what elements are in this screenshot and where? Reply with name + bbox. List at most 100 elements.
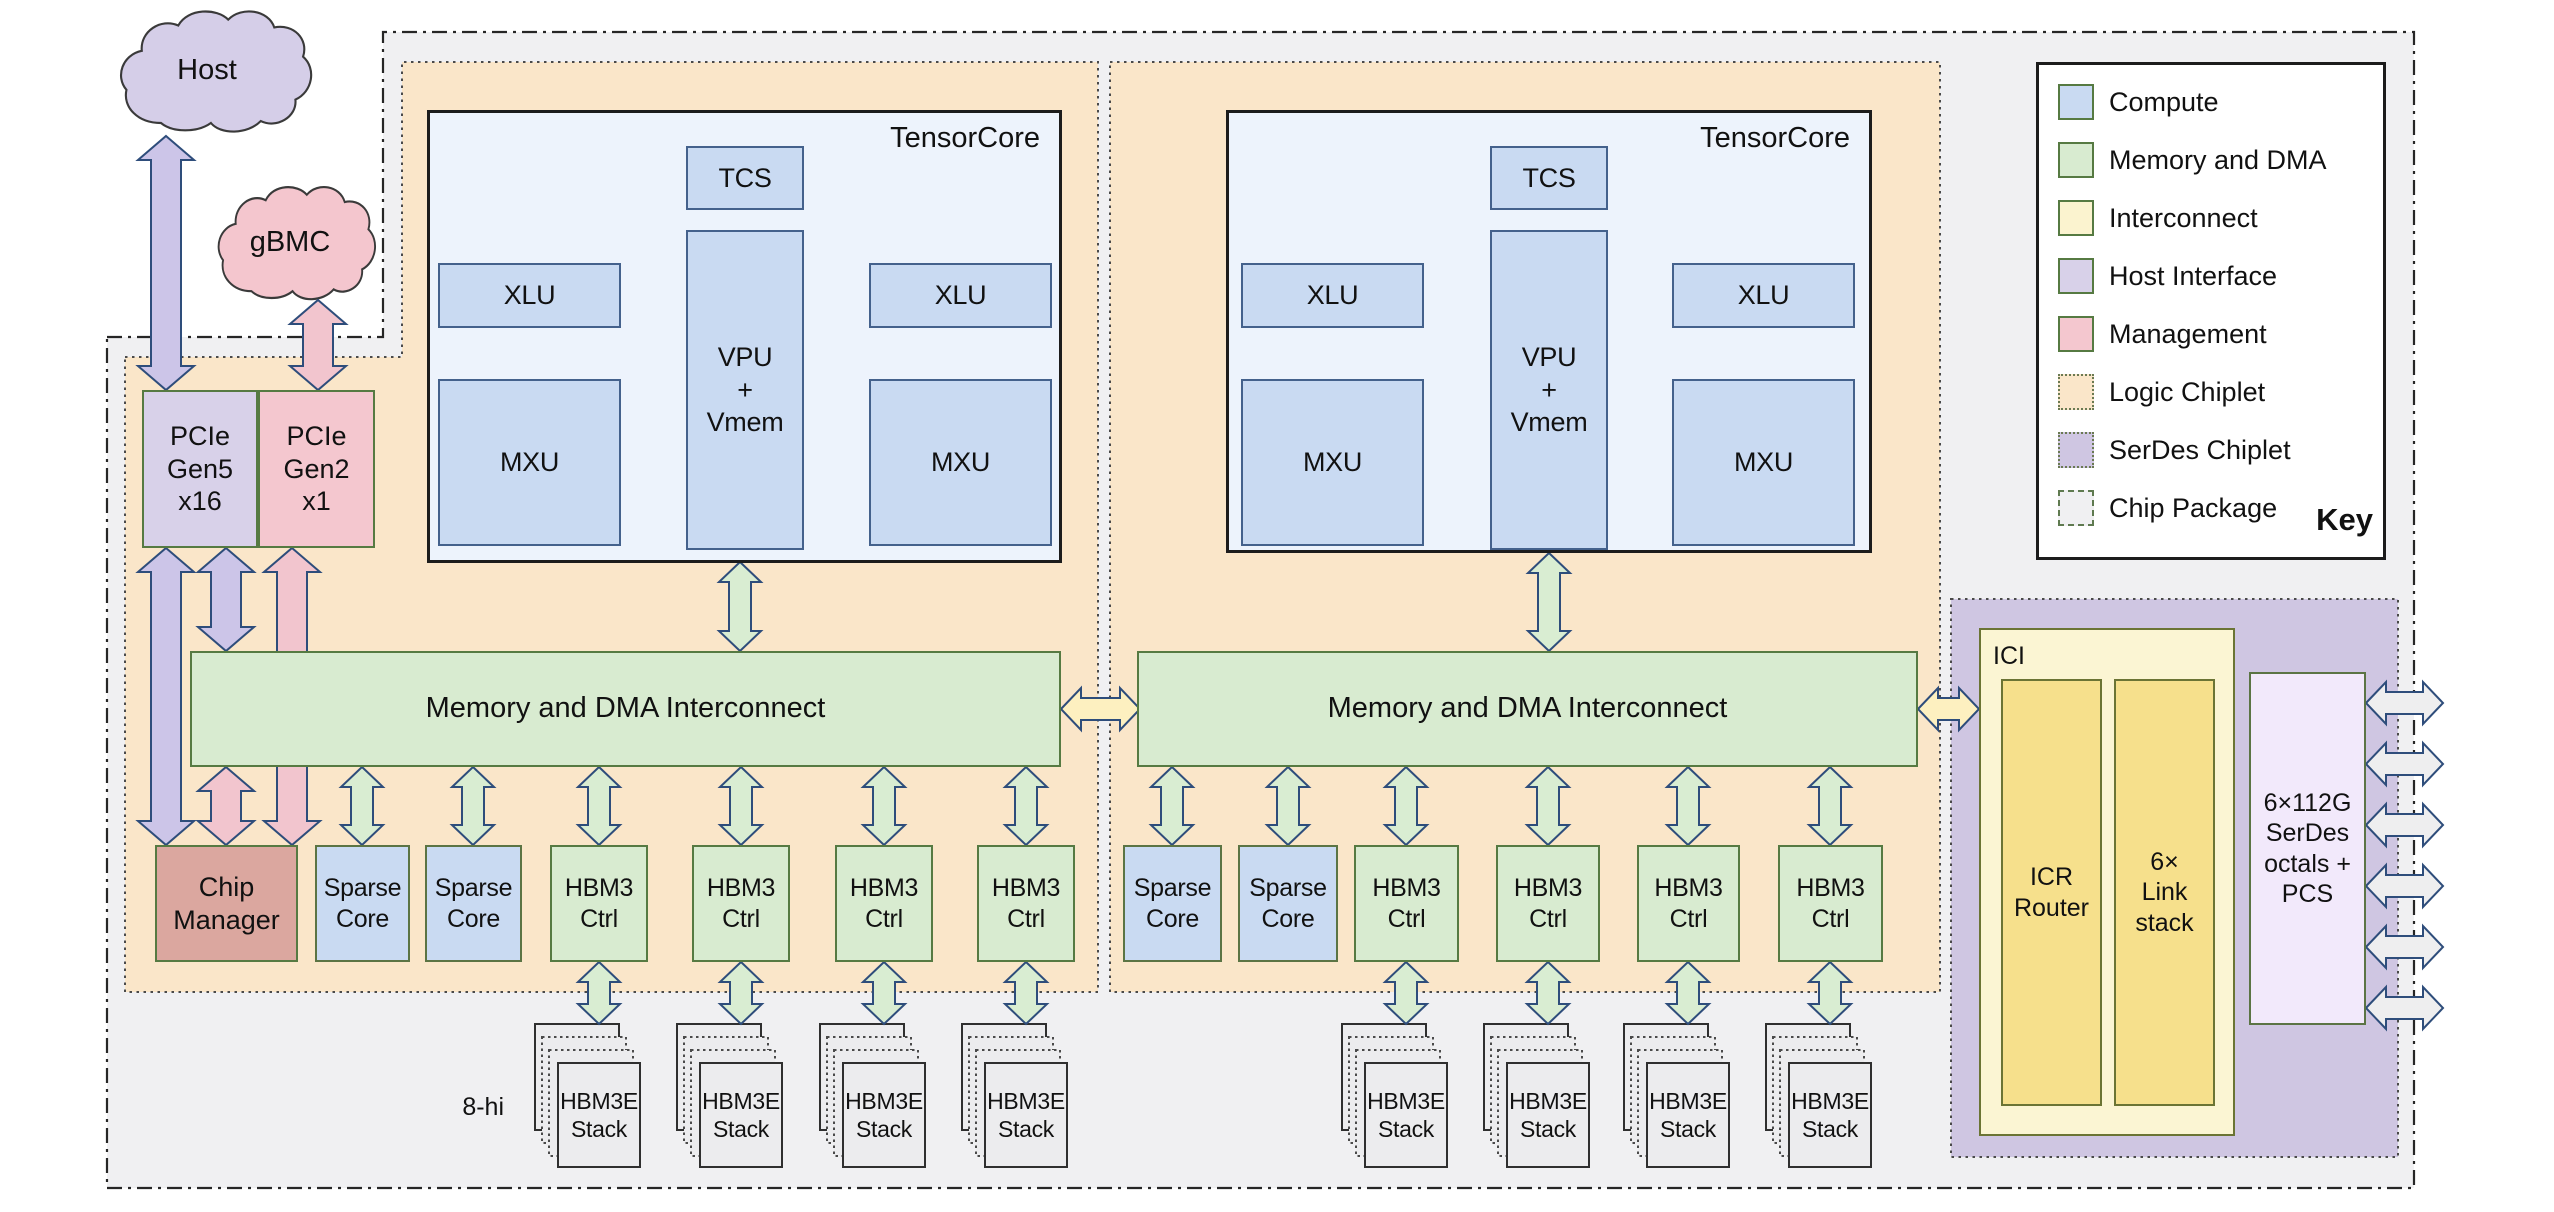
vpu-line3: Vmem (1510, 407, 1588, 438)
link-stack-line3: stack (2135, 908, 2194, 937)
stack-line2: Stack (1519, 1116, 1577, 1142)
arrow-hbm6-stack (1524, 960, 1572, 1026)
sparse-core-line2: Core (447, 904, 500, 933)
xlu-1-left: XLU (438, 263, 621, 328)
arrow-serdes-link-4 (2364, 862, 2445, 910)
stack-line1: HBM3E (702, 1087, 780, 1114)
hbm3-ctrl-line1: HBM3 (849, 874, 919, 902)
stack-line2: Stack (1659, 1116, 1717, 1142)
arrow-hbm5-stack (1382, 960, 1430, 1026)
serdes-line4: PCS (2281, 880, 2334, 908)
hbm3-ctrl-line2: Ctrl (722, 904, 760, 933)
chip-manager-line1: Chip (198, 871, 255, 902)
vpu-vmem-2: VPU + Vmem (1490, 230, 1608, 550)
vpu-line2: + (1541, 374, 1557, 405)
stack-line2: Stack (855, 1116, 913, 1142)
gbmc-cloud-label: gBMC (249, 225, 331, 258)
sparse-core-line1: Sparse (434, 874, 513, 902)
hbm3-ctrl-line2: Ctrl (1811, 904, 1850, 933)
vpu-line3: Vmem (706, 407, 784, 438)
hbm3-ctrl-line2: Ctrl (1529, 904, 1567, 933)
xlu-2-left: XLU (1241, 263, 1424, 328)
key-swatch-host-interface (2058, 258, 2094, 294)
hbm3-ctrl-line2: Ctrl (1387, 904, 1426, 933)
pcie-gen2-line2: Gen2 (283, 453, 350, 484)
hbm3-ctrl-7: HBM3 Ctrl (1637, 845, 1740, 962)
hbm3-ctrl-line2: Ctrl (1669, 904, 1708, 933)
arrow-serdes-link-1 (2364, 679, 2445, 727)
hbm3-ctrl-line1: HBM3 (1513, 874, 1583, 902)
hbm3-ctrl-line2: Ctrl (1007, 904, 1045, 933)
sparse-core-3: Sparse Core (1123, 845, 1222, 962)
hbm3-ctrl-4: HBM3 Ctrl (977, 845, 1075, 962)
serdes-octals-block: 6×112G SerDes octals + PCS (2249, 672, 2366, 1025)
key-item-memory-dma: Memory and DMA (2109, 144, 2327, 175)
link-stack-line1: 6× (2150, 847, 2179, 876)
stack-line1: HBM3E (1649, 1087, 1727, 1114)
xlu-2-right: XLU (1672, 263, 1855, 328)
key-swatch-memory-dma (2058, 142, 2094, 178)
hbm3-ctrl-3: HBM3 Ctrl (835, 845, 933, 962)
key-swatch-management (2058, 316, 2094, 352)
sparse-core-line1: Sparse (1133, 874, 1212, 902)
tensorcore-1-label: TensorCore (890, 121, 1040, 154)
stack-line2: Stack (712, 1116, 770, 1142)
stack-line2: Stack (1377, 1116, 1435, 1142)
pcie-gen5-line1: PCIe (169, 420, 231, 451)
arrow-serdes-link-6 (2364, 984, 2445, 1032)
vpu-line1: VPU (1521, 341, 1577, 372)
serdes-line2: SerDes (2265, 819, 2350, 847)
key-item-interconnect: Interconnect (2109, 202, 2258, 233)
pcie-gen2-line3: x1 (302, 486, 331, 517)
chip-manager: Chip Manager (155, 845, 298, 962)
host-cloud (120, 10, 313, 133)
tcs-2: TCS (1490, 146, 1608, 210)
key-swatch-compute (2058, 84, 2094, 120)
mxu-2-left: MXU (1241, 379, 1424, 546)
stack-line2: Stack (1801, 1116, 1859, 1142)
sparse-core-line2: Core (336, 904, 389, 933)
hbm3-ctrl-6: HBM3 Ctrl (1496, 845, 1600, 962)
hbm3e-stack-4: HBM3E Stack (984, 1062, 1068, 1168)
serdes-line3: octals + (2264, 849, 2351, 878)
mxu-1-right: MXU (869, 379, 1052, 546)
tcs-1: TCS (686, 146, 804, 210)
arrow-hbm2-stack (717, 960, 765, 1026)
stack-line2: Stack (570, 1116, 628, 1142)
stack-height-label: 8-hi (462, 1092, 504, 1121)
pcie-gen5-block: PCIe Gen5 x16 (142, 390, 258, 548)
arrow-hbm8-stack (1806, 960, 1854, 1026)
hbm3-ctrl-line1: HBM3 (1796, 874, 1865, 902)
hbm3-ctrl-line1: HBM3 (706, 874, 776, 902)
vpu-vmem-1: VPU + Vmem (686, 230, 804, 550)
hbm3e-stack-3: HBM3E Stack (842, 1062, 926, 1168)
key-swatch-interconnect (2058, 200, 2094, 236)
arrow-hbm4-stack (1002, 960, 1050, 1026)
icr-router-line1: ICR (2029, 863, 2074, 891)
xlu-1-right: XLU (869, 263, 1052, 328)
hbm3-ctrl-line1: HBM3 (991, 874, 1061, 902)
sparse-core-1: Sparse Core (315, 845, 410, 962)
memory-dma-interconnect-1: Memory and DMA Interconnect (190, 651, 1061, 767)
arrow-serdes-link-3 (2364, 801, 2445, 849)
gbmc-cloud (217, 186, 376, 301)
sparse-core-4: Sparse Core (1238, 845, 1338, 962)
hbm3-ctrl-5: HBM3 Ctrl (1354, 845, 1459, 962)
pcie-gen5-line2: Gen5 (166, 453, 234, 484)
stack-line1: HBM3E (987, 1087, 1065, 1114)
ici-label: ICI (1993, 641, 2025, 670)
sparse-core-line1: Sparse (1249, 874, 1327, 902)
key-title: Key (2316, 502, 2373, 537)
hbm3-ctrl-2: HBM3 Ctrl (692, 845, 790, 962)
key-item-host-interface: Host Interface (2109, 260, 2278, 291)
sparse-core-line2: Core (1261, 904, 1315, 933)
mxu-1-left: MXU (438, 379, 621, 546)
stack-line1: HBM3E (1791, 1087, 1869, 1114)
hbm3e-stack-5: HBM3E Stack (1364, 1062, 1448, 1168)
link-stack: 6× Link stack (2114, 679, 2215, 1106)
arrow-hbm7-stack (1664, 960, 1712, 1026)
key-item-chip-package: Chip Package (2109, 492, 2278, 523)
key-item-serdes-chiplet: SerDes Chiplet (2109, 434, 2291, 465)
hbm3e-stack-1: HBM3E Stack (557, 1062, 641, 1168)
